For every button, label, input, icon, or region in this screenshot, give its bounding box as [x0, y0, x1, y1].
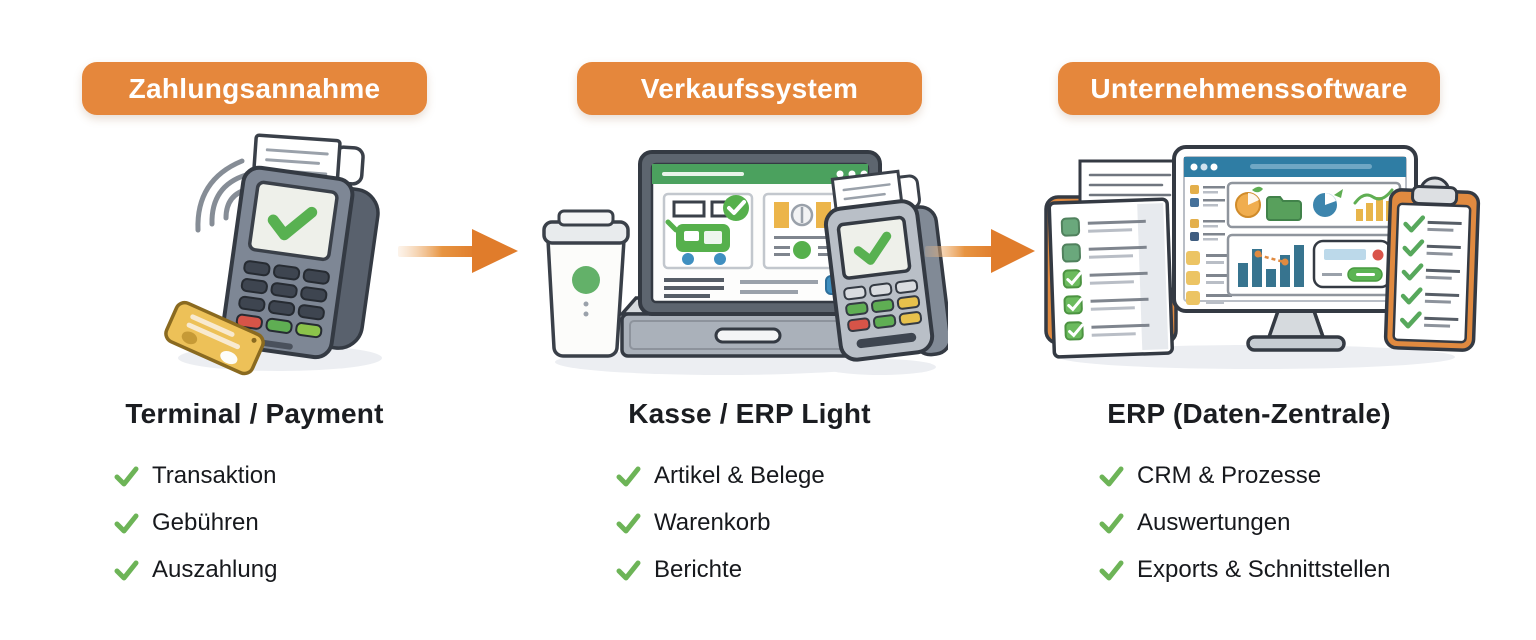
feature-list-unternehmenssoftware: CRM & Prozesse Auswertungen Exports & Sc… [1098, 461, 1390, 585]
sidebar-menu [1186, 185, 1232, 305]
folder-icon [1266, 196, 1302, 221]
check-icon [1099, 560, 1124, 581]
list-item-label: Auszahlung [152, 556, 278, 583]
payment-terminal-illustration [148, 130, 418, 378]
list-item-label: Exports & Schnittstellen [1137, 556, 1391, 583]
monitor-base [1246, 335, 1346, 352]
list-item-label: Warenkorb [654, 509, 771, 536]
check-icon [616, 513, 641, 534]
check-icon [1099, 466, 1124, 487]
checklist-rows [1399, 215, 1462, 329]
list-item: Transaktion [113, 461, 277, 491]
badge-verkaufssystem: Verkaufssystem [577, 62, 922, 115]
keypad [843, 279, 923, 333]
analytics-card [1226, 233, 1402, 297]
list-item-label: CRM & Prozesse [1137, 462, 1322, 489]
keypad [235, 260, 330, 339]
monitor-stand [1266, 309, 1326, 339]
badge-zahlungsannahme: Zahlungsannahme [82, 62, 427, 115]
terminal-body [164, 165, 380, 376]
check-icon [853, 231, 892, 265]
check-icon [616, 560, 641, 581]
card-terminal [823, 169, 948, 362]
list-item-label: Auswertungen [1137, 509, 1291, 536]
feature-list-verkaufssystem: Artikel & Belege Warenkorb Berichte [615, 461, 825, 585]
flow-arrow-right-icon [396, 224, 520, 278]
list-item: Exports & Schnittstellen [1098, 555, 1390, 585]
flow-arrow-right-icon [923, 224, 1037, 278]
check-icon [1099, 513, 1124, 534]
checklist-page [1047, 197, 1174, 359]
list-item-label: Gebühren [152, 509, 259, 536]
clipboard [1383, 176, 1481, 352]
form-bubble [1312, 239, 1392, 289]
erp-monitor [1172, 145, 1418, 313]
feature-list-zahlungsannahme: Transaktion Gebühren Auszahlung [113, 461, 277, 585]
check-icon [114, 560, 139, 581]
list-item: Auswertungen [1098, 508, 1390, 538]
list-item-label: Artikel & Belege [654, 462, 825, 489]
pos-system-illustration [528, 138, 948, 378]
list-item: Gebühren [113, 508, 277, 538]
shadow [824, 359, 936, 375]
coffee-cup [542, 209, 630, 358]
list-item-label: Transaktion [152, 462, 277, 489]
list-item: CRM & Prozesse [1098, 461, 1390, 491]
check-icon [114, 513, 139, 534]
list-item: Artikel & Belege [615, 461, 825, 491]
payment-card [164, 300, 265, 376]
column-chart [1238, 245, 1304, 287]
check-icon [267, 206, 318, 241]
check-icon [616, 466, 641, 487]
list-item: Berichte [615, 555, 825, 585]
column-title-erp-daten-zentrale: ERP (Daten-Zentrale) [1107, 398, 1391, 429]
erp-illustration [1022, 135, 1482, 373]
list-item: Warenkorb [615, 508, 825, 538]
column-title-terminal-payment: Terminal / Payment [125, 398, 384, 429]
list-item-label: Berichte [654, 556, 743, 583]
cart-card [662, 192, 754, 270]
screen-header [652, 164, 868, 184]
check-icon [114, 466, 139, 487]
list-item: Auszahlung [113, 555, 277, 585]
column-title-kasse-erp-light: Kasse / ERP Light [628, 398, 871, 429]
kpi-icons-card [1226, 181, 1402, 229]
badge-unternehmenssoftware: Unternehmenssoftware [1058, 62, 1440, 115]
